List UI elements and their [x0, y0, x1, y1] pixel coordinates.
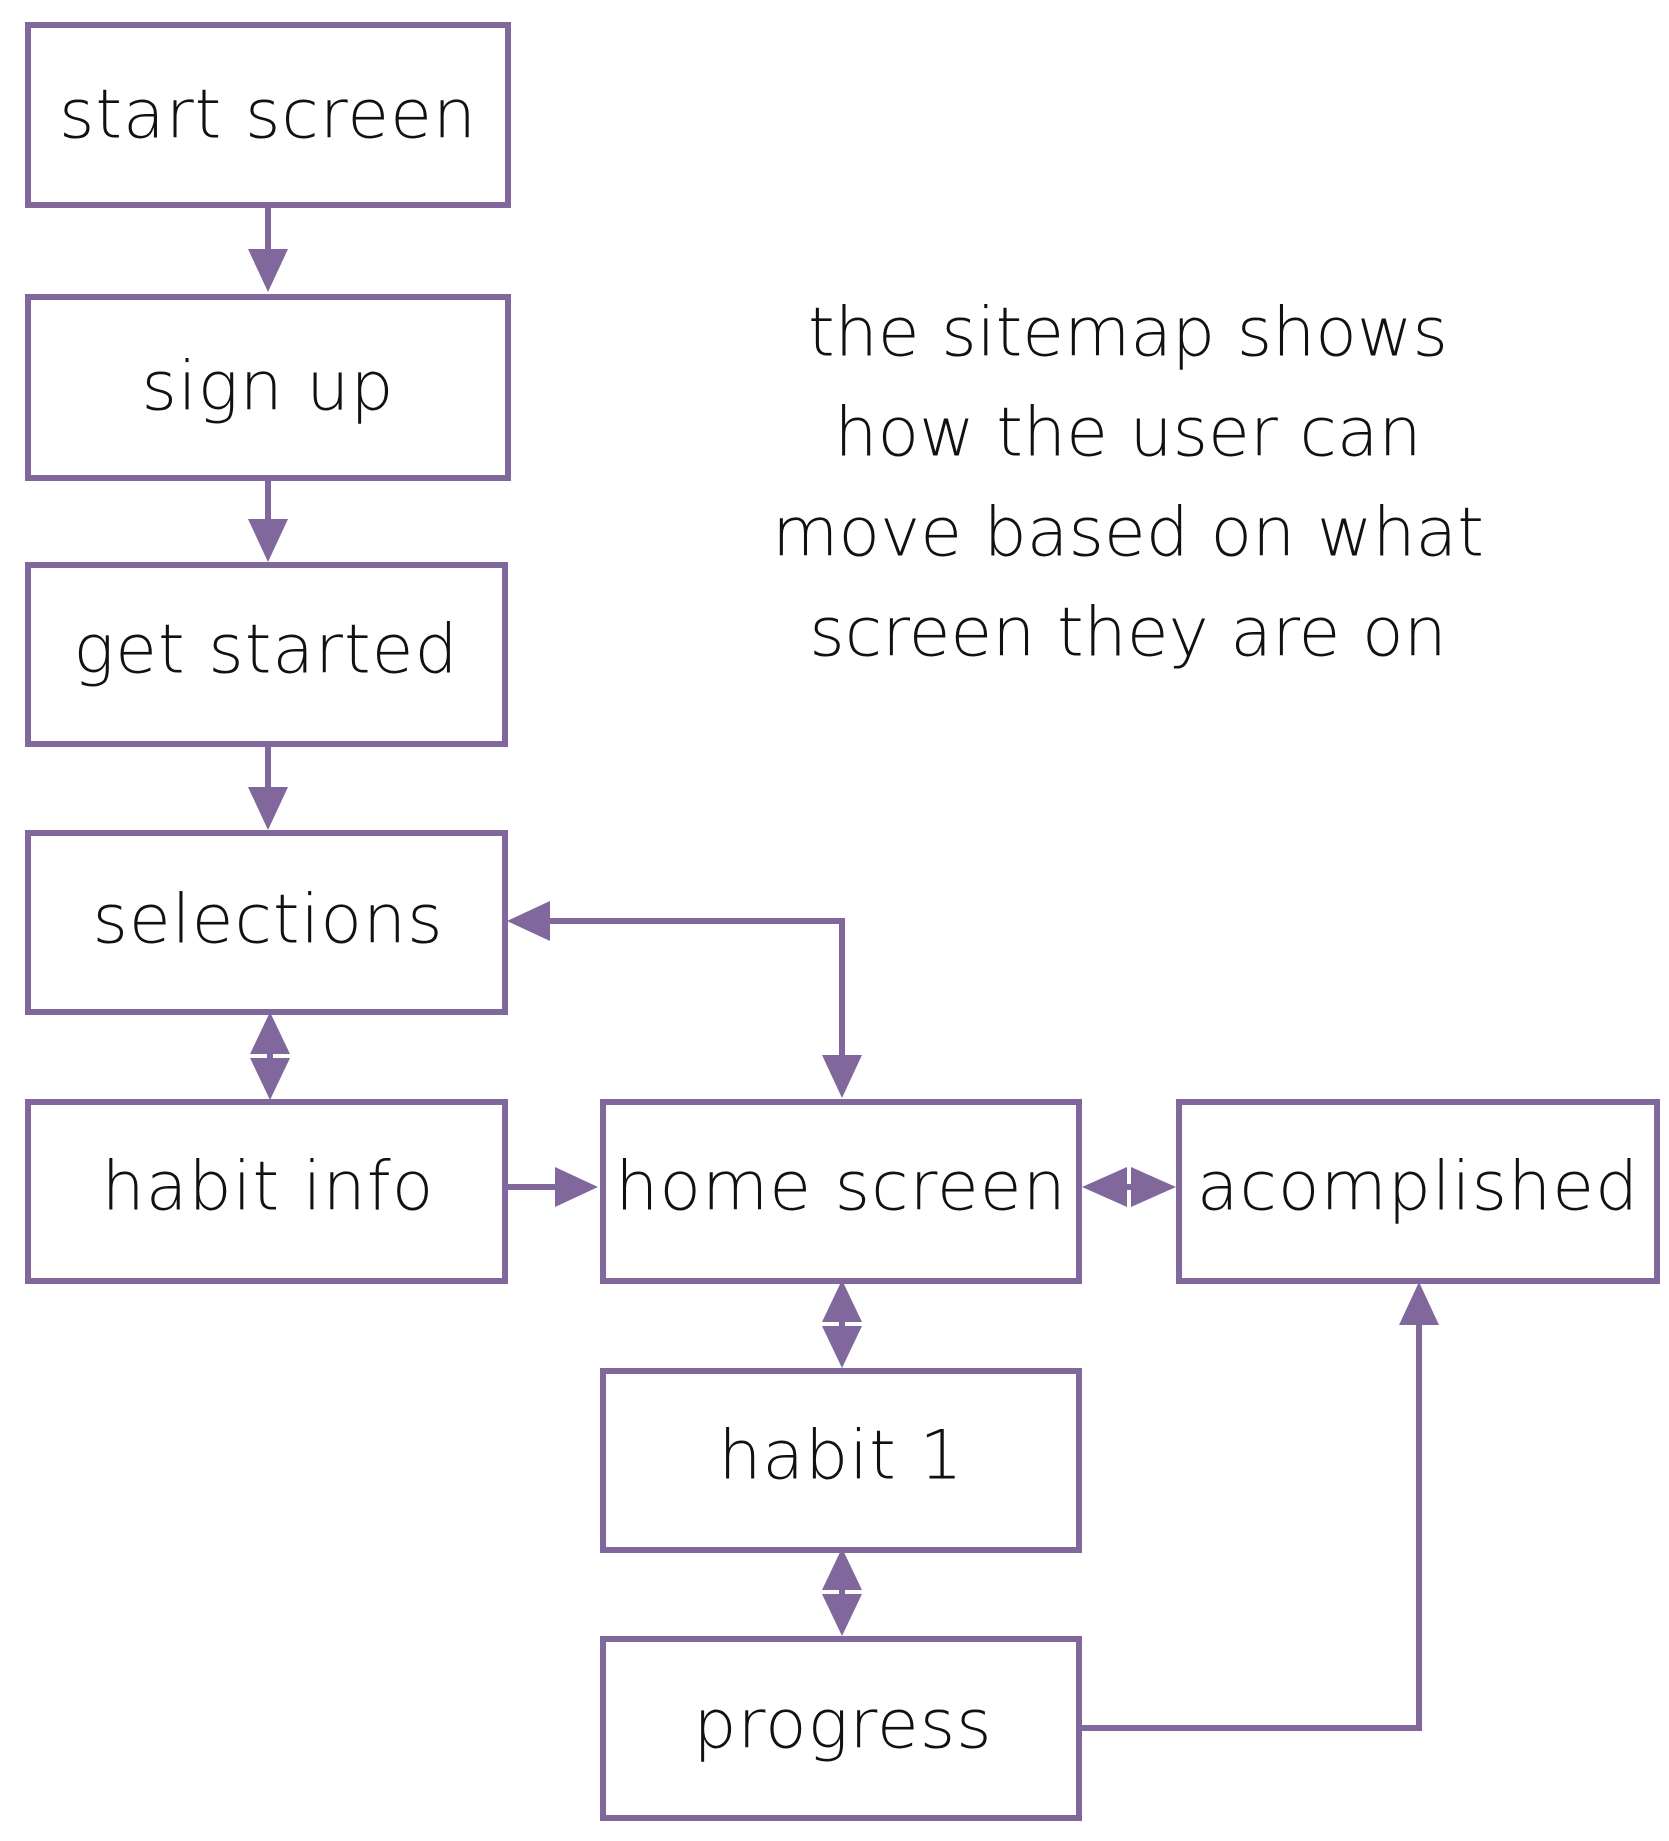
connectors: [248, 205, 1439, 1731]
arrowhead-up-selections: [250, 1012, 290, 1054]
arrowhead-down-progress: [822, 1594, 862, 1636]
node-label-get-started: get started: [73, 611, 458, 690]
arrowhead-up-homescreen: [822, 1280, 862, 1322]
arrowhead-down-signup: [248, 249, 288, 292]
node-selections: selections: [25, 830, 508, 1015]
arrowhead-down-selections: [248, 787, 288, 830]
arrowhead-right-acomplished: [1131, 1167, 1176, 1207]
node-label-acomplished: acomplished: [1197, 1148, 1639, 1227]
arrowhead-right-homescreen: [555, 1167, 598, 1207]
note-line-2: how the user can: [834, 394, 1421, 473]
node-habit-info: habit info: [25, 1099, 508, 1284]
node-sign-up: sign up: [25, 294, 511, 481]
node-progress: progress: [600, 1636, 1082, 1821]
node-label-habit-1: habit 1: [718, 1417, 963, 1496]
node-get-started: get started: [25, 562, 508, 747]
note-line-1: the sitemap shows: [808, 294, 1448, 373]
node-label-progress: progress: [693, 1686, 992, 1765]
node-acomplished: acomplished: [1176, 1099, 1660, 1284]
node-label-sign-up: sign up: [141, 348, 394, 427]
connector-progress-to-acomplished: [1079, 1310, 1422, 1731]
arrowhead-up-acomplished: [1399, 1282, 1439, 1325]
node-label-start-screen: start screen: [59, 76, 477, 155]
arrowhead-up-habit1: [822, 1548, 862, 1590]
node-label-selections: selections: [92, 881, 443, 960]
arrowhead-down-habit1: [822, 1326, 862, 1368]
sitemap-note: the sitemap shows how the user can move …: [772, 294, 1484, 673]
node-label-home-screen: home screen: [615, 1148, 1066, 1227]
node-label-habit-info: habit info: [102, 1148, 435, 1227]
note-line-3: move based on what: [772, 494, 1484, 573]
node-start-screen: start screen: [25, 22, 511, 208]
arrowhead-left-homescreen: [1082, 1167, 1127, 1207]
note-line-4: screen they are on: [809, 594, 1446, 673]
node-habit-1: habit 1: [600, 1368, 1082, 1553]
arrowhead-down-getstarted: [248, 519, 288, 562]
arrowhead-left-selections: [507, 901, 550, 941]
arrowhead-down-habitinfo: [250, 1058, 290, 1100]
connector-selections-homescreen: [540, 918, 845, 1070]
arrowhead-down-homescreen: [822, 1055, 862, 1098]
node-home-screen: home screen: [600, 1099, 1082, 1284]
